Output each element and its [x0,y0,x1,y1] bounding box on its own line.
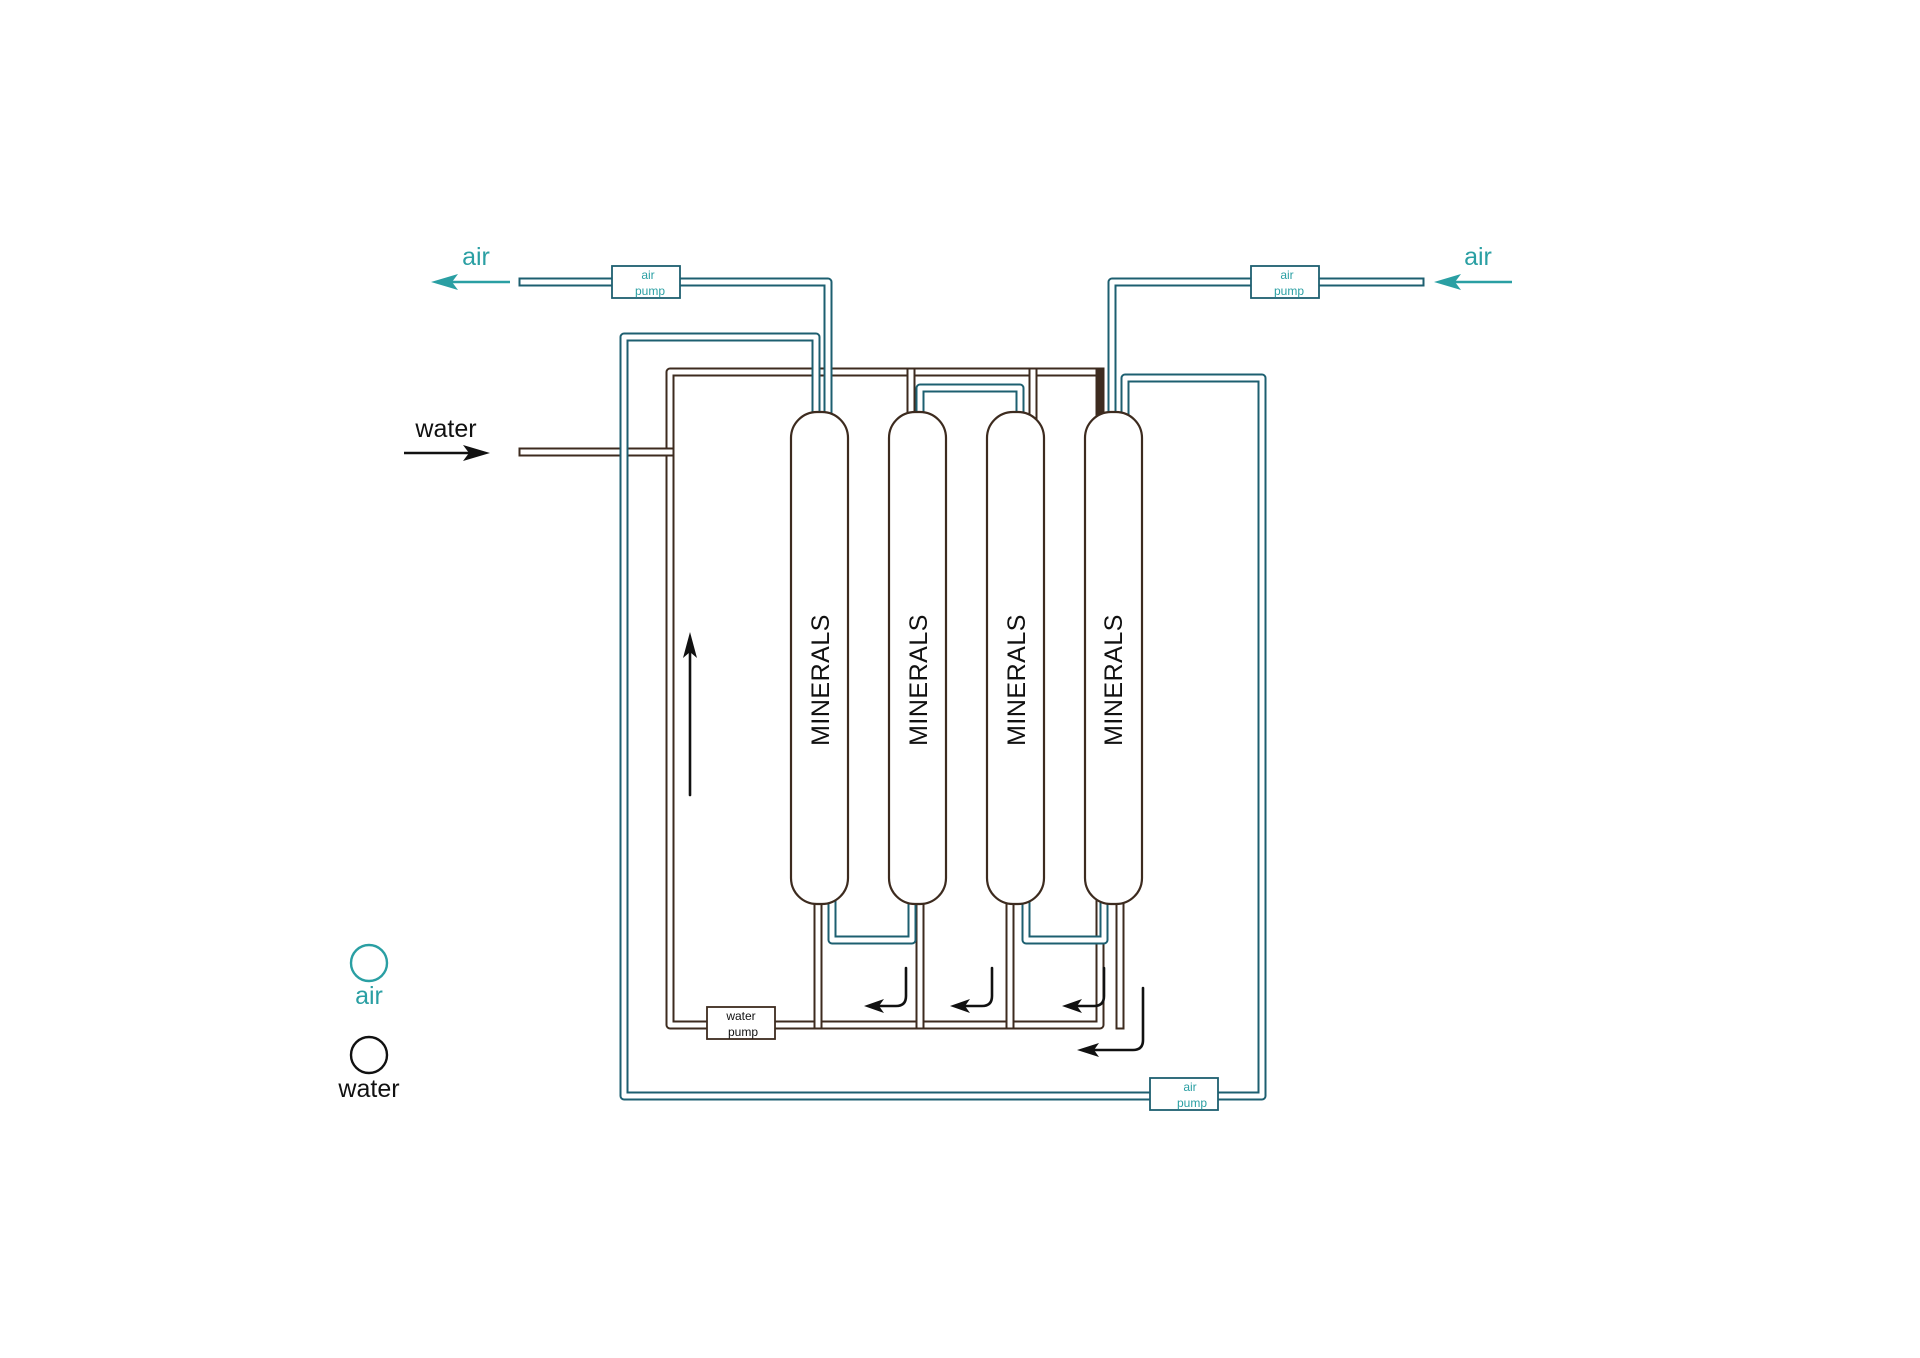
air-outlet-pipe [518,277,833,417]
air-pump-1-line1: air [641,268,654,282]
air-pump-top-right: air pump [1250,265,1320,299]
mineral-column-2: MINERALS [887,410,948,906]
water-pump-line1: water [725,1009,755,1023]
legend-water-label: water [337,1075,399,1103]
water-in-label: water [414,415,476,443]
column-3-label: MINERALS [1003,614,1031,746]
air-pump-top-left: air pump [611,265,681,299]
air-pump-2-line2: pump [1274,284,1304,298]
column-1-label: MINERALS [807,614,835,746]
flow-arrows [683,632,1145,1057]
air-pump-2-line1: air [1280,268,1293,282]
air-pump-3-line2: pump [1177,1096,1207,1110]
air-pump-3-line1: air [1183,1080,1196,1094]
legend: air water [337,943,400,1103]
water-inlet-indicator: water [404,415,490,461]
legend-water: water [337,1035,400,1103]
column-2-label: MINERALS [905,614,933,746]
air-pipe-network [518,277,1425,1101]
mineral-column-4: MINERALS [1083,410,1144,906]
flow-arrow-return-2-icon [950,966,994,1013]
air-link-col3-col4 [1021,899,1109,945]
air-outlet-indicator: air [431,243,510,290]
legend-air-label: air [355,982,383,1010]
flow-arrow-up-icon [683,632,697,797]
water-pipe-network [518,367,1125,1030]
air-pump-1-line2: pump [635,284,665,298]
air-link-col2-col3 [915,383,1025,417]
column-4-label: MINERALS [1100,614,1128,746]
mineral-column-1: MINERALS [789,410,850,906]
air-inlet-indicator: air [1434,243,1512,290]
flow-arrow-return-main-icon [1077,986,1145,1057]
mineral-column-3: MINERALS [985,410,1046,906]
air-in-label: air [1464,243,1492,271]
legend-water-circle-icon [349,1035,389,1075]
air-pump-bottom: air pump [1149,1077,1219,1111]
water-pump-line2: pump [728,1025,758,1039]
air-link-col1-col2 [827,899,917,945]
legend-air: air [349,943,389,1010]
flow-arrow-return-1-icon [864,966,908,1013]
air-out-label: air [462,243,490,271]
flow-arrow-return-3-icon [1062,966,1106,1013]
legend-air-circle-icon [349,943,389,983]
water-pump: water pump [706,1006,776,1040]
